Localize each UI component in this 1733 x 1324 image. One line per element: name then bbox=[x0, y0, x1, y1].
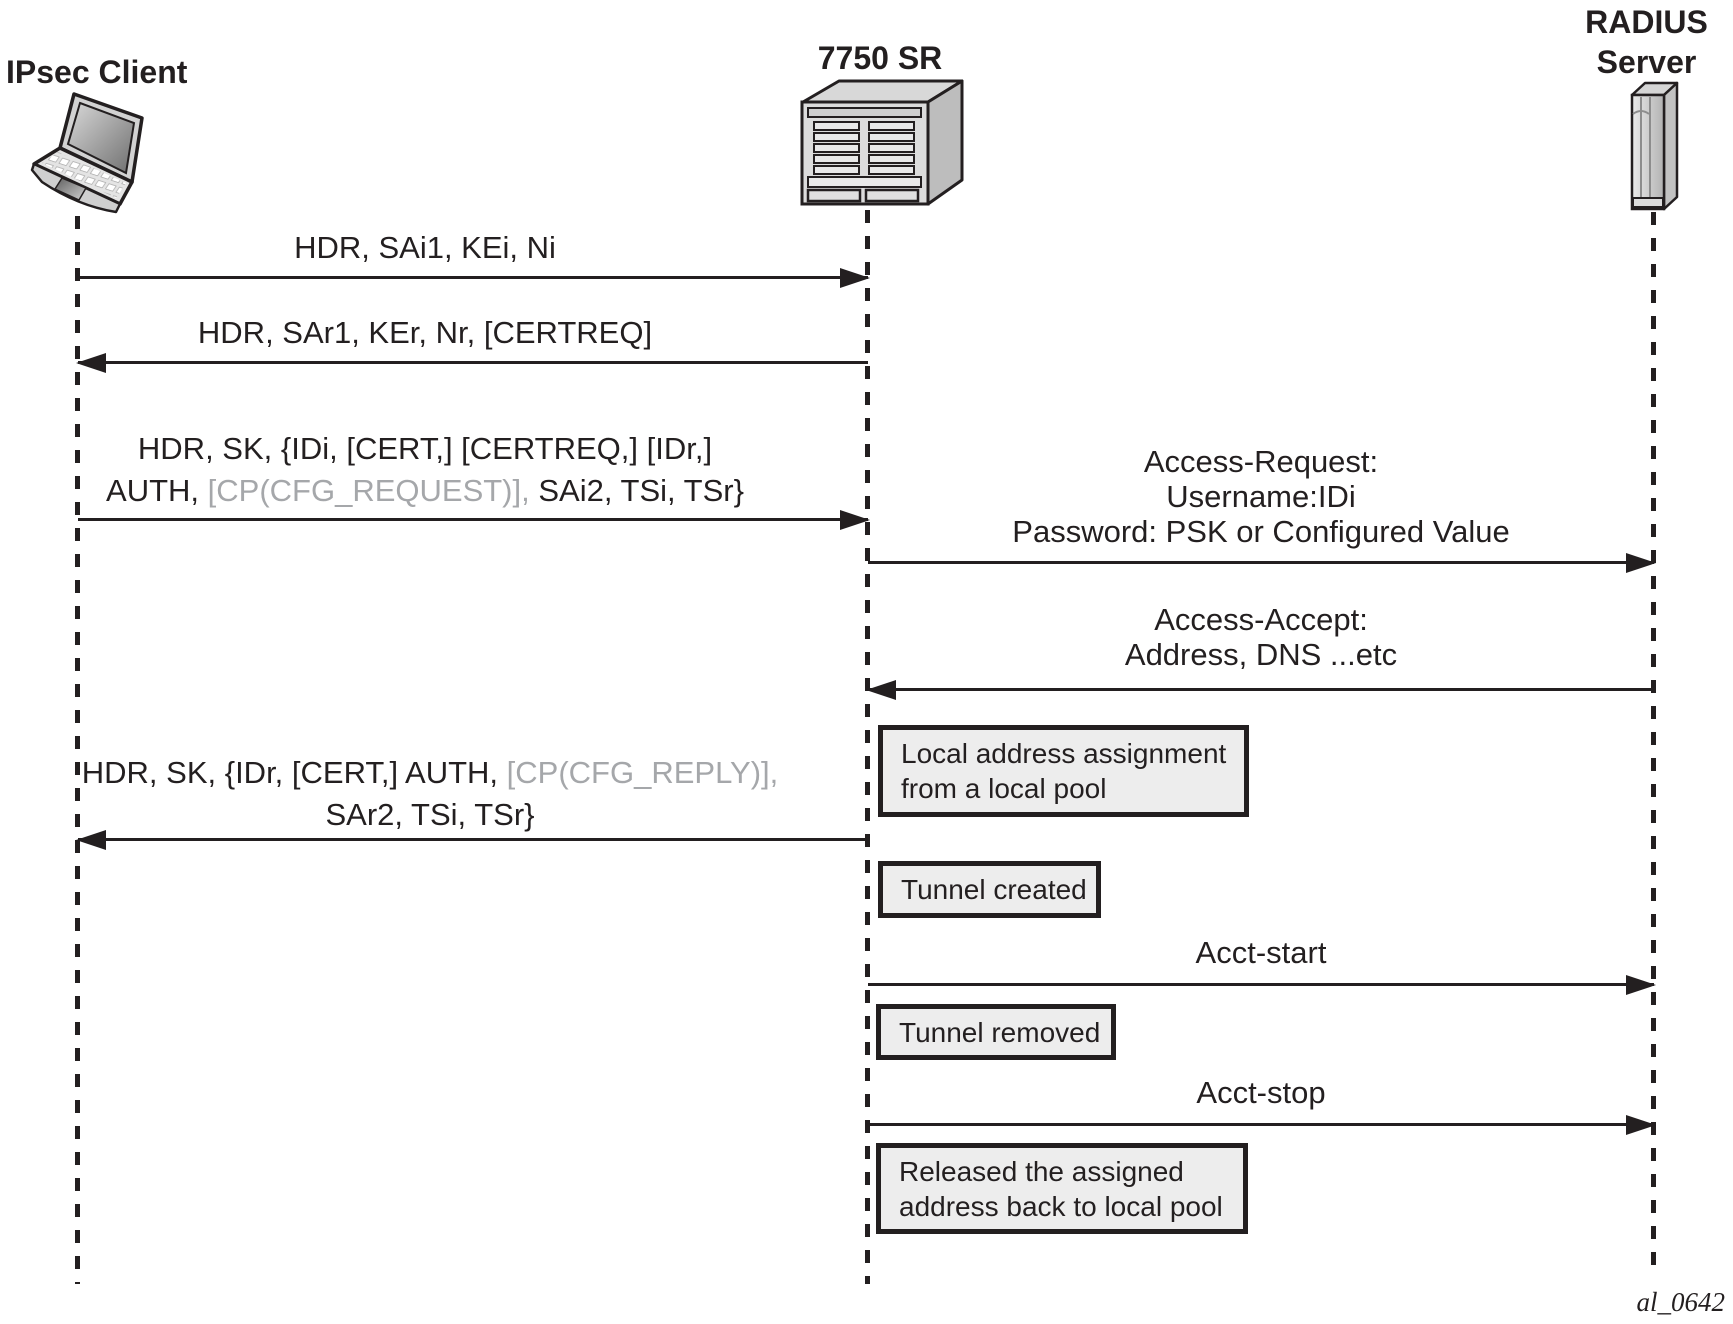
message-label-6: HDR, SK, {IDr, [CERT,] AUTH, [CP(CFG_REP… bbox=[35, 752, 825, 836]
figure-id-label: al_0642 bbox=[1636, 1287, 1725, 1317]
message-4-line3: Password: PSK or Configured Value bbox=[1012, 514, 1510, 549]
router-icon bbox=[795, 76, 965, 210]
actor-label-radius-server: RADIUS Server bbox=[1560, 2, 1733, 82]
message-6-line1: HDR, SK, {IDr, [CERT,] AUTH, [CP(CFG_REP… bbox=[81, 755, 779, 790]
message-label-7: Acct-start bbox=[1195, 935, 1327, 970]
note-local-address-assignment: Local address assignment from a local po… bbox=[878, 725, 1249, 817]
message-4-line2: Username:IDi bbox=[1166, 479, 1356, 514]
actor-label-ipsec-client: IPsec Client bbox=[6, 54, 188, 90]
note-tunnel-removed: Tunnel removed bbox=[876, 1004, 1116, 1060]
message-arrow-7 bbox=[868, 983, 1654, 986]
note-released-address: Released the assigned address back to lo… bbox=[876, 1143, 1248, 1234]
message-arrow-5 bbox=[868, 688, 1654, 691]
message-label-5: Access-Accept: Address, DNS ...etc bbox=[868, 602, 1654, 672]
message-label-2: HDR, SAr1, KEr, Nr, [CERTREQ] bbox=[197, 315, 653, 350]
note-local-pool-line1: Local address assignment bbox=[901, 738, 1227, 769]
optional-payload-text: [CP(CFG_REQUEST)], bbox=[207, 473, 530, 508]
message-label-1: HDR, SAi1, KEi, Ni bbox=[294, 230, 556, 265]
radius-label-line2: Server bbox=[1596, 44, 1697, 80]
note-tunnel-created: Tunnel created bbox=[878, 861, 1101, 918]
message-arrow-4 bbox=[868, 561, 1654, 564]
message-label-8: Acct-stop bbox=[1196, 1075, 1326, 1110]
message-arrow-6 bbox=[78, 838, 868, 841]
message-arrow-1 bbox=[78, 276, 868, 279]
message-arrow-2 bbox=[78, 361, 868, 364]
lifeline-ipsec-client bbox=[75, 216, 80, 1284]
lifeline-radius-server bbox=[1651, 212, 1656, 1272]
message-3-line1: HDR, SK, {IDi, [CERT,] [CERTREQ,] [IDr,] bbox=[137, 431, 713, 466]
radius-label-line1: RADIUS bbox=[1585, 4, 1708, 40]
note-released-line1: Released the assigned bbox=[899, 1155, 1184, 1187]
laptop-icon bbox=[18, 90, 146, 216]
message-6-line2: SAr2, TSi, TSr} bbox=[325, 797, 535, 832]
message-arrow-3 bbox=[78, 518, 868, 521]
note-local-pool-line2: from a local pool bbox=[901, 773, 1107, 804]
message-5-line1: Access-Accept: bbox=[1154, 602, 1368, 637]
message-5-line2: Address, DNS ...etc bbox=[1124, 637, 1398, 672]
message-arrow-8 bbox=[868, 1123, 1654, 1126]
note-released-line2: address back to local pool bbox=[899, 1190, 1223, 1222]
message-4-line1: Access-Request: bbox=[1143, 444, 1379, 479]
lifeline-7750-sr bbox=[865, 210, 870, 1284]
message-label-4: Access-Request: Username:IDi Password: P… bbox=[868, 444, 1654, 549]
message-3-line2: AUTH, [CP(CFG_REQUEST)], SAi2, TSi, TSr} bbox=[106, 473, 744, 508]
actor-label-7750-sr: 7750 SR bbox=[817, 40, 943, 76]
message-label-3: HDR, SK, {IDi, [CERT,] [CERTREQ,] [IDr,]… bbox=[30, 428, 820, 512]
optional-payload-text: [CP(CFG_REPLY)], bbox=[506, 755, 779, 790]
server-icon bbox=[1626, 80, 1684, 212]
